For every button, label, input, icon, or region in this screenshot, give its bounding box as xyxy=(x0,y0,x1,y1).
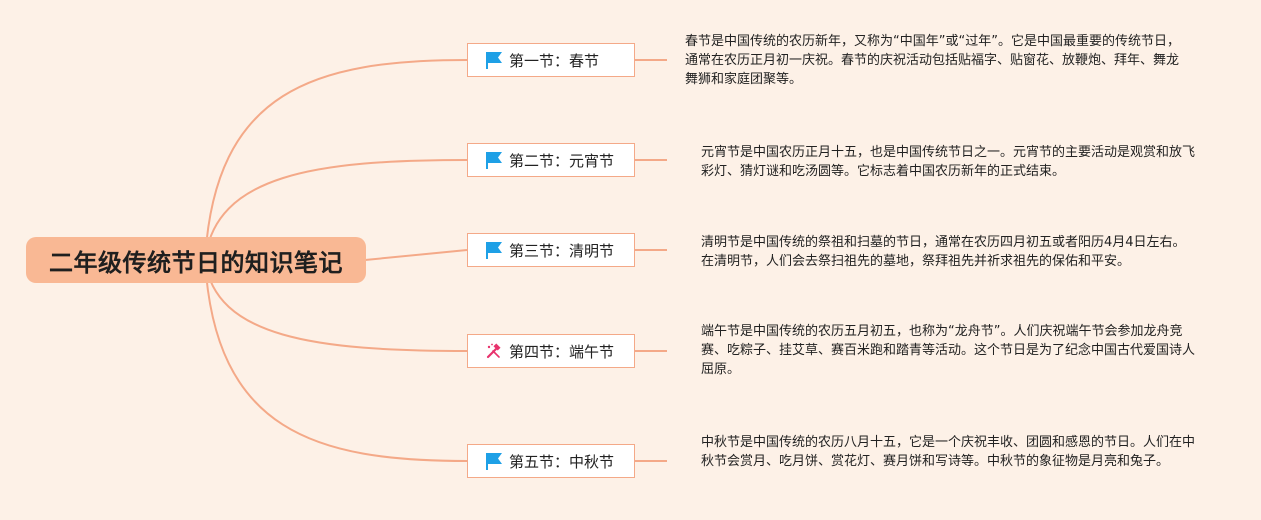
flag-icon xyxy=(484,451,504,471)
connector-line xyxy=(364,249,468,261)
connector-line xyxy=(204,259,468,462)
branch-topic-lantern-festival[interactable]: 第二节：元宵节 xyxy=(467,143,635,177)
flag-icon xyxy=(484,240,504,260)
branch-label: 第二节：元宵节 xyxy=(509,151,615,170)
connector-line xyxy=(204,59,468,261)
note-lantern-festival: 元宵节是中国农历正月十五，也是中国传统节日之一。元宵节的主要活动是观赏和放飞彩灯… xyxy=(701,145,1196,179)
branch-topic-mid-autumn-festival[interactable]: 第五节：中秋节 xyxy=(467,444,635,478)
branch-label: 第一节：春节 xyxy=(509,51,600,70)
branch-topic-spring-festival[interactable]: 第一节：春节 xyxy=(467,43,635,77)
note-mid-autumn-festival: 中秋节是中国传统的农历八月十五，它是一个庆祝丰收、团圆和感恩的节日。人们在中秋节… xyxy=(701,435,1196,469)
note-dragon-boat-festival: 端午节是中国传统的农历五月初五，也称为“龙舟节”。人们庆祝端午节会参加龙舟竞赛、… xyxy=(701,324,1196,377)
flag-icon xyxy=(484,150,504,170)
connector-line xyxy=(204,259,468,352)
branch-topic-dragon-boat-festival[interactable]: 第四节：端午节 xyxy=(467,334,635,368)
branch-label: 第四节：端午节 xyxy=(509,342,615,361)
tools-icon xyxy=(484,341,504,361)
connector-line xyxy=(204,159,468,261)
branch-label: 第三节：清明节 xyxy=(509,241,615,260)
branch-topic-qingming-festival[interactable]: 第三节：清明节 xyxy=(467,233,635,267)
flag-icon xyxy=(484,50,504,70)
note-spring-festival: 春节是中国传统的农历新年，又称为“中国年”或“过年”。它是中国最重要的传统节日，… xyxy=(685,34,1180,87)
root-topic[interactable]: 二年级传统节日的知识笔记 xyxy=(26,237,366,283)
note-qingming-festival: 清明节是中国传统的祭祖和扫墓的节日，通常在农历四月初五或者阳历4月4日左右。在清… xyxy=(701,235,1186,269)
branch-label: 第五节：中秋节 xyxy=(509,452,615,471)
